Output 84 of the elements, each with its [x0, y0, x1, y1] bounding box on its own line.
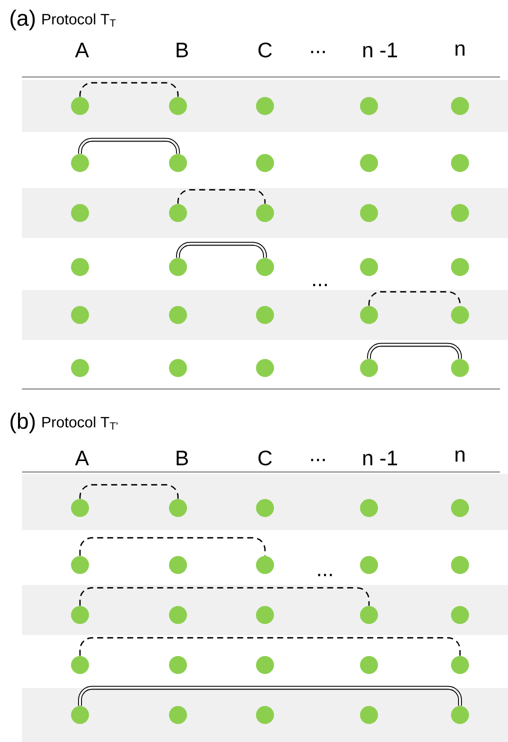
dashed-arc: [177, 189, 266, 204]
dot: [451, 154, 469, 172]
dot: [71, 706, 89, 724]
panel-label: (a): [10, 10, 35, 30]
dot: [169, 706, 187, 724]
double-arc: [78, 138, 180, 154]
protocol-label: Protocol T$_{T}$: [42, 13, 116, 27]
dot: [256, 258, 274, 276]
dot: [169, 499, 187, 517]
dot: [71, 656, 89, 674]
dot: [360, 97, 378, 115]
dot: [256, 556, 274, 574]
dot: [71, 258, 89, 276]
ellipsis: ...: [318, 574, 332, 576]
column-header: A: [75, 450, 89, 466]
dot: [256, 154, 274, 172]
column-header: A: [75, 42, 89, 58]
dot: [451, 258, 469, 276]
dot: [71, 499, 89, 517]
protocol-label: Protocol T$_{T'}$: [42, 416, 118, 430]
dot: [451, 656, 469, 674]
column-header: n: [456, 450, 464, 462]
double-arc: [367, 342, 462, 359]
dashed-arc: [79, 484, 179, 499]
column-header: C: [258, 450, 272, 466]
dot: [451, 359, 469, 377]
dot: [360, 306, 378, 324]
panel-label: (b): [10, 412, 35, 434]
dot: [360, 204, 378, 222]
dot: [169, 656, 187, 674]
column-header: n -1: [363, 450, 398, 466]
dot: [71, 556, 89, 574]
dot: [451, 606, 469, 624]
double-arc: [176, 242, 267, 258]
dot: [256, 97, 274, 115]
dot: [71, 154, 89, 172]
ellipsis: ...: [311, 458, 325, 462]
ellipsis: ...: [311, 50, 325, 54]
dot: [360, 499, 378, 517]
dot: [256, 706, 274, 724]
dot: [169, 556, 187, 574]
dot: [360, 656, 378, 674]
dot: [360, 258, 378, 276]
dot: [169, 359, 187, 377]
dot: [169, 306, 187, 324]
dot: [451, 97, 469, 115]
dot: [451, 204, 469, 222]
dot: [71, 359, 89, 377]
dot: [360, 154, 378, 172]
dot: [256, 306, 274, 324]
dashed-arc: [79, 82, 179, 97]
dot: [451, 306, 469, 324]
dot: [169, 97, 187, 115]
dot: [71, 606, 89, 624]
dot: [71, 97, 89, 115]
dot: [360, 359, 378, 377]
dot: [451, 706, 469, 724]
dot: [169, 204, 187, 222]
dot: [256, 499, 274, 517]
column-header: n -1: [363, 42, 398, 58]
dot: [256, 606, 274, 624]
column-header: B: [176, 450, 188, 466]
dashed-arc: [79, 637, 461, 656]
dot: [360, 606, 378, 624]
ellipsis: ...: [313, 284, 327, 286]
dot: [169, 258, 187, 276]
column-header: C: [258, 42, 272, 58]
dot: [360, 706, 378, 724]
dot: [169, 606, 187, 624]
dot: [451, 556, 469, 574]
dot: [71, 306, 89, 324]
double-arc: [78, 686, 462, 706]
dot: [256, 656, 274, 674]
dashed-arc: [368, 291, 461, 306]
dashed-arc: [79, 587, 370, 606]
column-header: B: [176, 42, 188, 58]
dot: [451, 499, 469, 517]
dot: [360, 556, 378, 574]
column-header: n: [456, 44, 464, 56]
dot: [169, 154, 187, 172]
dot: [256, 359, 274, 377]
dashed-arc: [79, 537, 266, 556]
dot: [256, 204, 274, 222]
dot: [71, 204, 89, 222]
